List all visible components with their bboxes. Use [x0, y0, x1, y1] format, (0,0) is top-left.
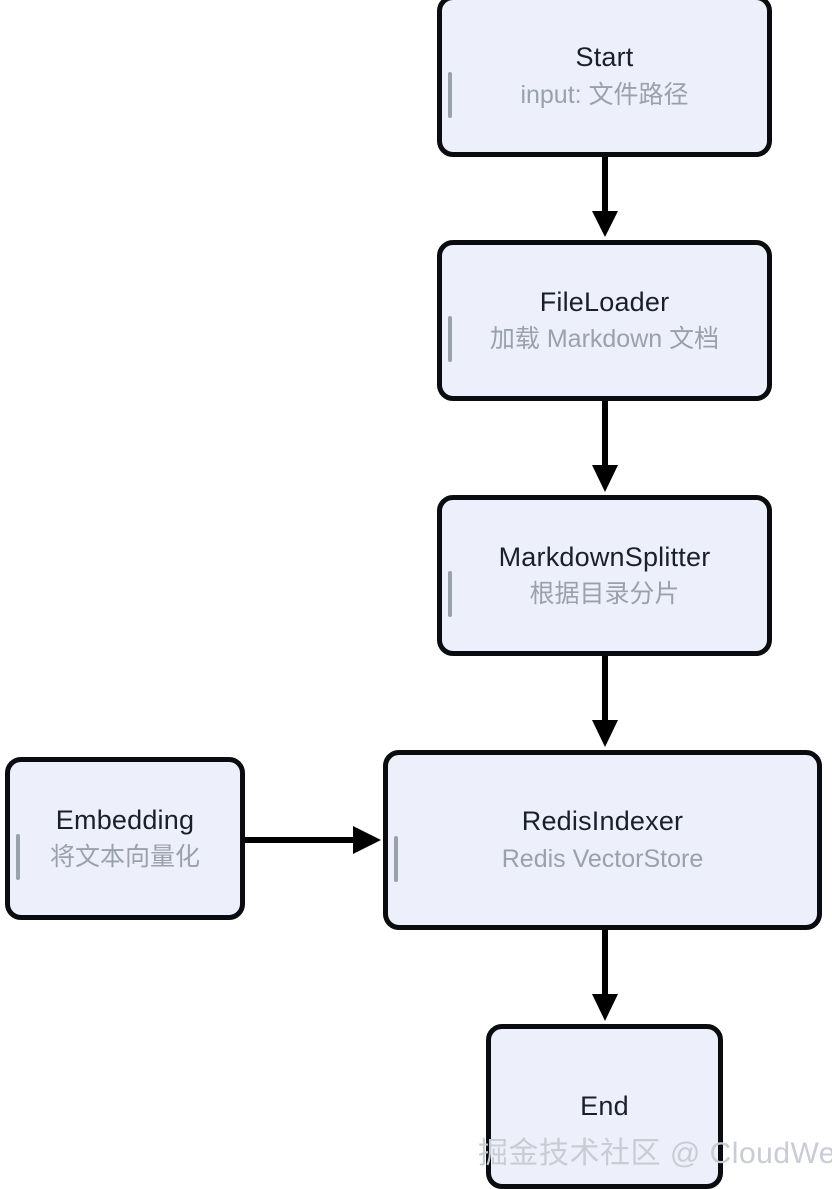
node-redis-indexer-title: RedisIndexer: [521, 806, 684, 837]
node-embedding[interactable]: Embedding 将文本向量化: [5, 757, 245, 920]
edge-redis-indexer-to-end: [592, 930, 618, 1021]
node-redis-indexer-subtitle: Redis VectorStore: [501, 844, 704, 873]
node-markdown-splitter-subtitle-row: 根据目录分片: [442, 571, 767, 618]
node-redis-indexer-subtitle-row: Redis VectorStore: [388, 835, 817, 882]
node-start-subtitle-row: input: 文件路径: [442, 71, 767, 118]
node-embedding-title: Embedding: [55, 804, 195, 835]
node-end-title: End: [580, 1090, 629, 1121]
accent-bar-icon: [448, 71, 452, 118]
edge-embedding-to-redis-indexer: [245, 826, 381, 854]
node-embedding-subtitle-row: 将文本向量化: [10, 834, 240, 881]
accent-bar-icon: [448, 316, 452, 363]
node-markdown-splitter[interactable]: MarkdownSplitter 根据目录分片: [437, 495, 772, 656]
node-start-subtitle: input: 文件路径: [520, 80, 689, 109]
node-embedding-subtitle: 将文本向量化: [49, 843, 200, 872]
node-redis-indexer[interactable]: RedisIndexer Redis VectorStore: [383, 750, 822, 930]
node-file-loader[interactable]: FileLoader 加载 Markdown 文档: [437, 240, 772, 401]
node-file-loader-subtitle: 加载 Markdown 文档: [489, 325, 720, 354]
node-markdown-splitter-subtitle: 根据目录分片: [529, 580, 680, 609]
accent-bar-icon: [448, 571, 452, 618]
node-file-loader-title: FileLoader: [539, 286, 670, 317]
accent-bar-icon: [16, 834, 20, 881]
edge-start-to-file-loader: [592, 157, 618, 237]
node-start-title: Start: [575, 42, 634, 73]
accent-bar-icon: [394, 835, 398, 882]
node-markdown-splitter-title: MarkdownSplitter: [498, 541, 711, 572]
edge-markdown-splitter-to-redis-indexer: [592, 656, 618, 747]
edge-file-loader-to-markdown-splitter: [592, 401, 618, 492]
node-file-loader-subtitle-row: 加载 Markdown 文档: [442, 316, 767, 363]
node-start[interactable]: Start input: 文件路径: [437, 0, 772, 157]
node-end[interactable]: End: [486, 1024, 723, 1189]
